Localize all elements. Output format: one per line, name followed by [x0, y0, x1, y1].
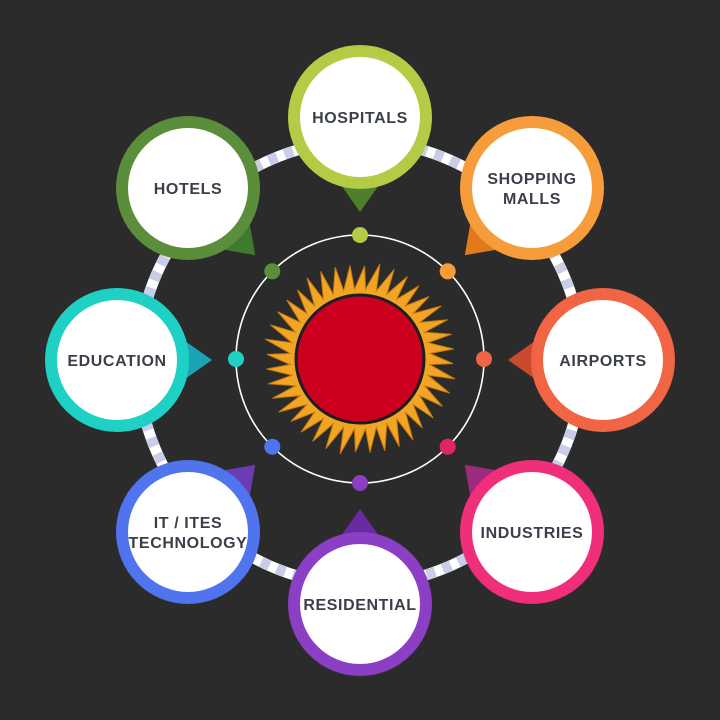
node-label-industries: INDUSTRIES — [481, 525, 584, 542]
node-residential: RESIDENTIAL — [288, 532, 432, 676]
node-face-education — [57, 300, 177, 420]
node-label-airports: AIRPORTS — [559, 353, 646, 370]
orbit-dot-airports — [476, 351, 492, 367]
node-label-education: EDUCATION — [67, 353, 166, 370]
node-industries: INDUSTRIES — [460, 460, 604, 604]
node-it: IT / ITES TECHNOLOGY — [116, 460, 260, 604]
orbit-dot-industries — [439, 438, 456, 455]
orbit-dots — [228, 227, 492, 491]
orbit-dot-it — [264, 438, 281, 455]
sun-core — [294, 293, 426, 425]
sun-graphic — [264, 263, 456, 455]
node-face-hospitals — [300, 57, 420, 177]
node-face-industries — [472, 472, 592, 592]
node-label-residential: RESIDENTIAL — [303, 597, 416, 614]
node-label-hospitals: HOSPITALS — [312, 110, 408, 127]
node-hotels: HOTELS — [116, 116, 260, 260]
node-label-it: TECHNOLOGY — [129, 535, 248, 552]
node-label-hotels: HOTELS — [154, 181, 223, 198]
node-label-it: IT / ITES — [154, 515, 223, 532]
node-face-airports — [543, 300, 663, 420]
node-education: EDUCATION — [45, 288, 189, 432]
orbit-dot-shopping — [439, 263, 456, 280]
node-face-hotels — [128, 128, 248, 248]
node-group: HOSPITALS SHOPPING MALLS AIRPORTS INDUSTRIES… — [45, 45, 675, 676]
node-airports: AIRPORTS — [531, 288, 675, 432]
orbit-dot-residential — [352, 475, 368, 491]
node-face-shopping — [472, 128, 592, 248]
node-label-shopping: MALLS — [503, 191, 561, 208]
orbit-dot-education — [228, 351, 244, 367]
node-face-residential — [300, 544, 420, 664]
orbit-dot-hotels — [264, 263, 281, 280]
orbit-dot-hospitals — [352, 227, 368, 243]
node-label-shopping: SHOPPING — [487, 171, 576, 188]
node-face-it — [128, 472, 248, 592]
node-hospitals: HOSPITALS — [288, 45, 432, 189]
node-shopping: SHOPPING MALLS — [460, 116, 604, 260]
